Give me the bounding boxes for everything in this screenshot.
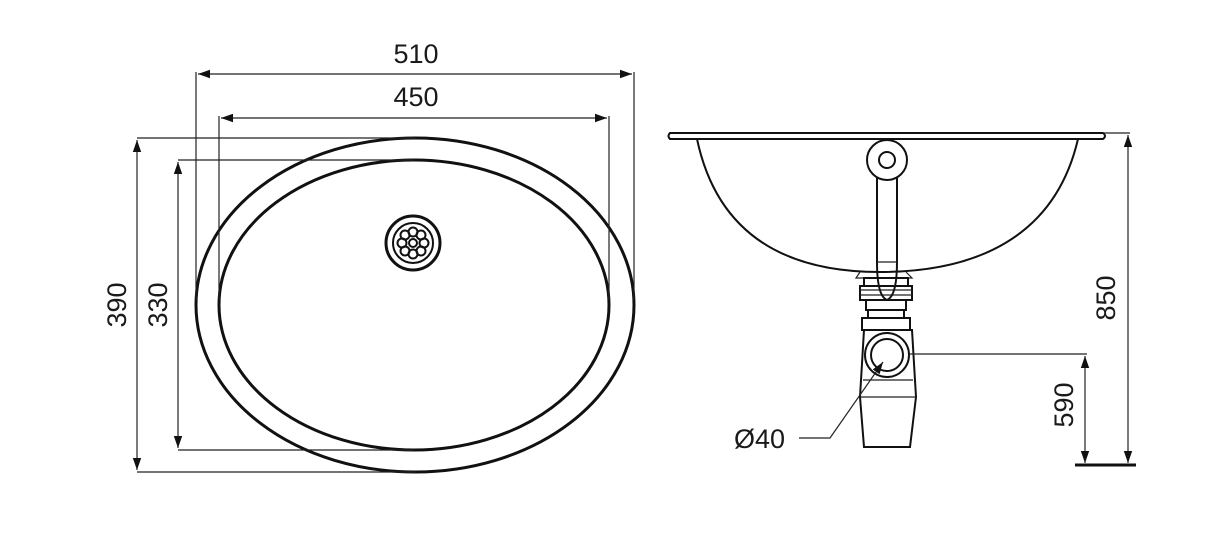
top-view: 510 450 390 330 xyxy=(102,39,636,474)
side-view: Ø40 850 590 xyxy=(667,132,1136,467)
drain-fitting xyxy=(859,277,913,331)
bowl-side xyxy=(696,138,1079,274)
rim-plate xyxy=(667,132,1106,140)
dim-label-diameter: Ø40 xyxy=(734,424,785,454)
dim-label-330: 330 xyxy=(143,282,173,327)
outer-rim xyxy=(194,136,636,474)
dim-label-590: 590 xyxy=(1049,382,1079,427)
siphon-body xyxy=(858,329,918,448)
dim-label-390: 390 xyxy=(102,282,132,327)
overflow-pipe xyxy=(866,139,908,302)
dim-label-450: 450 xyxy=(393,82,438,112)
drain-strainer xyxy=(384,214,442,272)
dim-label-510: 510 xyxy=(393,39,438,69)
dim-label-850: 850 xyxy=(1091,275,1121,320)
outlet-pipe xyxy=(864,332,910,378)
diameter-leader xyxy=(799,361,884,439)
inner-bowl xyxy=(217,158,611,452)
